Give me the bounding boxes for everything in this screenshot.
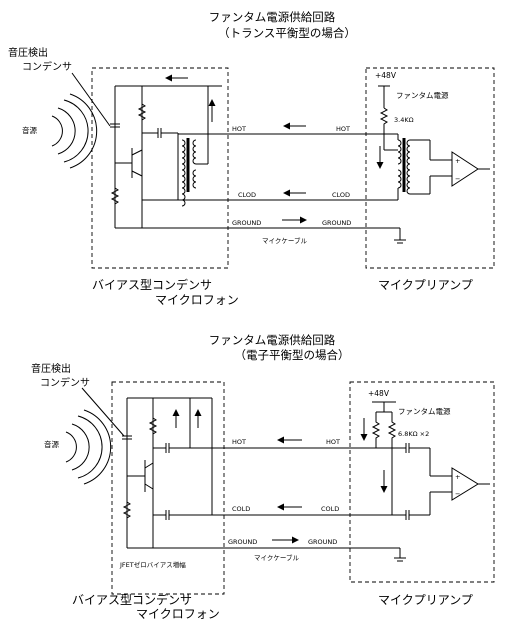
diagram2-ground-right: GROUND [308,538,337,546]
diagram2-mic-box-label-2: マイクロフォン [136,607,220,621]
svg-text:−: − [455,490,460,498]
preamp-box [365,67,495,269]
diagram1-mic-box-label-1: バイアス型コンデンサ [92,277,212,292]
opamp-symbol: + − [430,151,490,187]
preamp-box [349,381,495,583]
svg-text:−: − [455,175,460,183]
capsule-pointer-line [71,72,111,127]
diagram-transformer-balanced: ファンタム電源供給回路 （トランス平衡型の場合） 音圧検出 コンデンサ 音源 [8,10,495,307]
diagram2-capsule-label-2: コンデンサ [40,376,90,389]
diagram2-hot-left: HOT [232,438,246,446]
diagram1-resistor-value: 3.4KΩ [394,116,414,124]
diagram1-hot-right: HOT [336,125,350,133]
diagram2-amp-box-label: マイクプリアンプ [378,593,473,607]
diagram2-source-label: 音源 [44,439,59,449]
diagram2-title: ファンタム電源供給回路 [209,333,336,347]
sound-wave-icon [65,409,112,485]
diagram2-capsule-label-1: 音圧検出 [31,362,71,375]
diagram1-source-label: 音源 [22,125,37,135]
diagram1-subtitle: （トランス平衡型の場合） [218,26,356,40]
diagram1-ground-left: GROUND [232,219,261,227]
diagram2-mic-box-label-1: バイアス型コンデンサ [72,592,192,607]
diagram1-phantom-label: ファンタム電源 [396,91,449,100]
diagram2-plus48v: +48V [368,389,390,398]
diagram2-cable-label: マイクケーブル [254,553,299,562]
diagram1-title: ファンタム電源供給回路 [209,10,336,24]
diagram1-capsule-label-1: 音圧検出 [8,46,48,59]
capsule-pointer-line [81,387,125,437]
diagram1-plus48v: +48V [375,71,397,80]
diagram2-resistor-value: 6.8KΩ ×2 [398,430,429,438]
diagram1-amp-box-label: マイクプリアンプ [378,278,473,292]
opamp-symbol: + − [430,467,490,501]
preamp-transformer [392,133,431,201]
mic-bias-circuit [110,85,230,229]
diagram1-mic-box-label-2: マイクロフォン [155,293,239,307]
diagram1-cold-left: CLOD [238,191,256,199]
coupling-capacitors [376,443,431,520]
diagram2-phantom-label: ファンタム電源 [398,407,451,416]
diagram1-cold-right: CLOD [332,191,350,199]
diagram2-cold-right: COLD [321,505,339,513]
diagram2-jfet-label: JFETゼロバイアス増幅 [119,560,186,569]
diagram2-subtitle: （電子平衡型の場合） [235,348,350,362]
diagram2-ground-left: GROUND [228,538,257,546]
mic-jfet-circuit [122,397,213,549]
diagram1-ground-right: GROUND [322,219,351,227]
svg-text:+: + [455,157,460,165]
phantom-resistor [387,412,397,515]
svg-text:+: + [455,473,460,481]
diagram-electronic-balanced: ファンタム電源供給回路 （電子平衡型の場合） 音圧検出 コンデンサ 音源 [31,333,495,621]
sound-wave-icon [51,93,98,169]
diagram2-cold-left: COLD [232,505,250,513]
diagram1-cable-label: マイクケーブル [262,236,307,245]
diagram1-capsule-label-2: コンデンサ [22,60,72,73]
microphone-box [111,381,225,595]
diagram2-hot-right: HOT [326,438,340,446]
diagram1-hot-left: HOT [232,125,246,133]
phantom-resistor [379,107,389,150]
mic-transformer [181,86,222,207]
phantom-resistor [371,412,381,448]
